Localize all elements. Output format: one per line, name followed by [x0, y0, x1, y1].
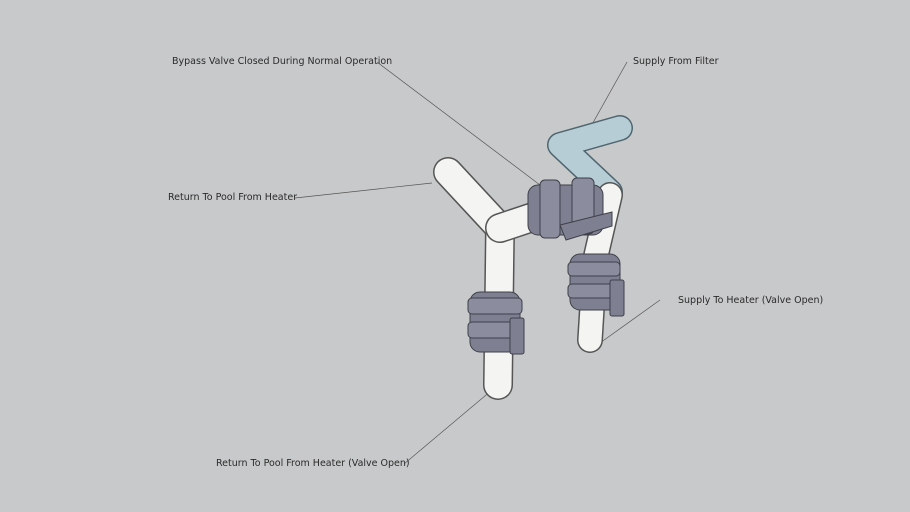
- label-return-to-pool: Return To Pool From Heater: [168, 192, 298, 203]
- leader-lines: [294, 61, 661, 465]
- supply-heater-valve: [567, 253, 625, 317]
- leader-bypass: [376, 61, 541, 186]
- label-supply-from-filter: Supply From Filter: [633, 56, 719, 67]
- label-supply-to-heater: Supply To Heater (Valve Open): [678, 295, 824, 306]
- leader-return-pool: [294, 182, 433, 199]
- leader-return-open: [403, 389, 493, 465]
- label-bypass-valve: Bypass Valve Closed During Normal Operat…: [172, 56, 393, 67]
- bypass-valve: [527, 177, 613, 241]
- label-return-valve-open: Return To Pool From Heater (Valve Open): [216, 458, 410, 469]
- supply-from-filter-pipe: [547, 115, 633, 205]
- return-valve: [467, 291, 525, 355]
- leader-supply-filter: [589, 61, 628, 129]
- leader-supply-heater: [599, 299, 661, 344]
